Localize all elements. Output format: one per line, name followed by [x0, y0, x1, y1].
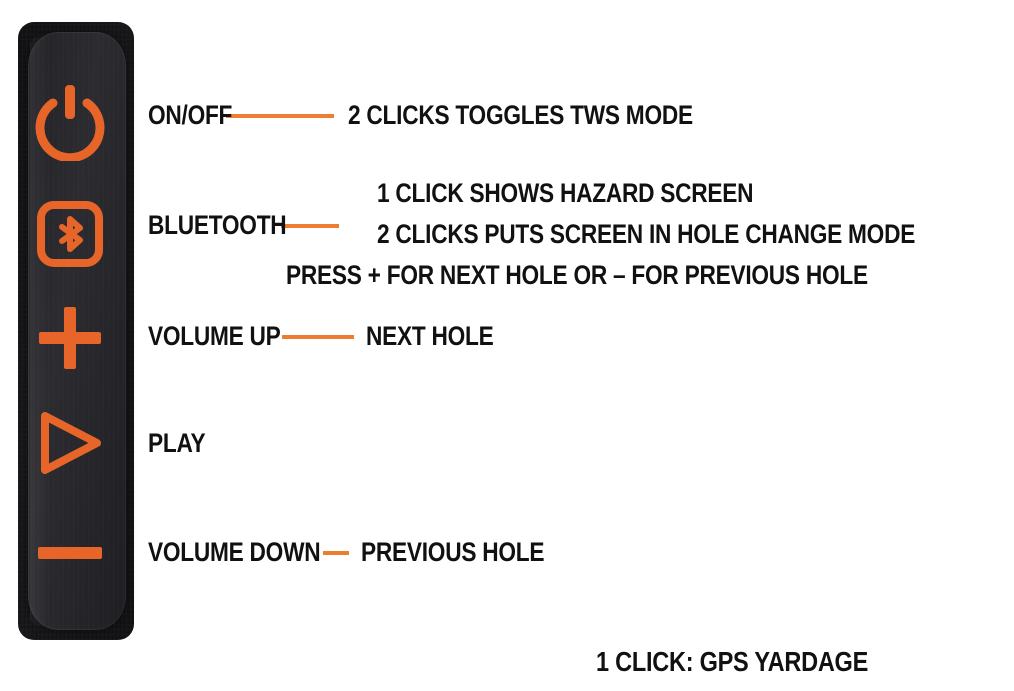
- volume-up-button[interactable]: [0, 302, 140, 374]
- connector-line-bluetooth: [280, 223, 339, 228]
- power-button[interactable]: [0, 78, 140, 164]
- connector-line-volume-down: [323, 550, 350, 555]
- description-volume-up: NEXT HOLE: [365, 321, 494, 351]
- connector-line-power: [226, 113, 335, 118]
- bluetooth-icon: [37, 201, 103, 267]
- row-power: ON/OFF 2 CLICKS TOGGLES TWS MODE: [148, 102, 759, 129]
- play-icon: [41, 412, 101, 474]
- bluetooth-desc-line-2-underlined: HOLE CHANGE MODE: [677, 219, 916, 249]
- power-icon: [35, 85, 105, 161]
- key-label-bluetooth: BLUETOOTH: [148, 210, 287, 240]
- play-button[interactable]: [0, 407, 140, 479]
- bluetooth-desc-line-3-underlined: PRESS + FOR NEXT HOLE OR – FOR PREVIOUS …: [286, 260, 868, 290]
- bluetooth-desc-line-2: 2 CLICKS PUTS SCREEN IN HOLE CHANGE MODE: [377, 221, 915, 248]
- bluetooth-button[interactable]: [0, 198, 140, 270]
- bluetooth-desc-line-2-plain: 2 CLICKS PUTS SCREEN IN: [377, 219, 678, 249]
- footer-note-gps-yardage: 1 CLICK: GPS YARDAGE: [596, 646, 869, 677]
- plus-icon: [39, 307, 101, 369]
- bluetooth-desc-line-1: 1 CLICK SHOWS HAZARD SCREEN: [377, 180, 915, 207]
- bluetooth-description-block: 1 CLICK SHOWS HAZARD SCREEN 2 CLICKS PUT…: [286, 180, 1014, 289]
- row-volume-up: VOLUME UP NEXT HOLE: [148, 323, 518, 350]
- bluetooth-desc-line-1-plain: 1 CLICK SHOWS HAZARD SCREEN: [377, 178, 754, 208]
- key-label-play: PLAY: [148, 428, 206, 458]
- connector-line-volume-up: [281, 334, 354, 339]
- volume-down-button[interactable]: [0, 536, 140, 570]
- description-power: 2 CLICKS TOGGLES TWS MODE: [348, 100, 694, 130]
- key-label-power: ON/OFF: [148, 100, 233, 130]
- key-label-volume-down: VOLUME DOWN: [148, 537, 321, 567]
- description-volume-down: PREVIOUS HOLE: [361, 537, 545, 567]
- row-volume-down: VOLUME DOWN PREVIOUS HOLE: [148, 539, 579, 566]
- minus-icon: [38, 547, 102, 559]
- row-play: PLAY: [148, 430, 216, 457]
- key-label-volume-up: VOLUME UP: [148, 321, 281, 351]
- bluetooth-desc-line-3: PRESS + FOR NEXT HOLE OR – FOR PREVIOUS …: [286, 262, 900, 289]
- row-bluetooth: BLUETOOTH: [148, 212, 339, 239]
